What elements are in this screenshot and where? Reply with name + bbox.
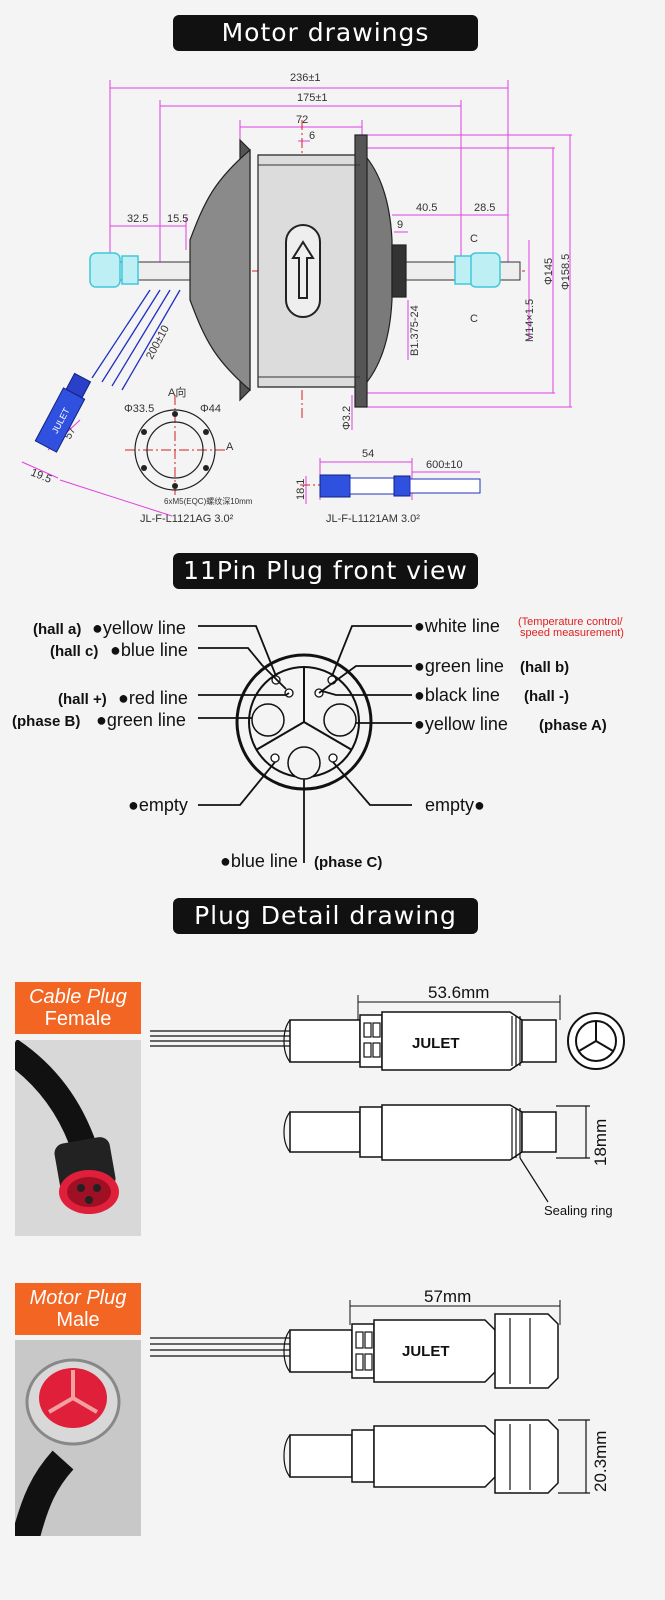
female-sealing-ring: Sealing ring xyxy=(544,1203,613,1218)
male-height: 20.3mm xyxy=(591,1431,610,1492)
pin-red-line: ●red line xyxy=(118,688,188,708)
pin-hall-c-tag: (hall c) xyxy=(50,643,98,660)
pin-temp-tag-2: speed measurement) xyxy=(520,627,624,639)
dim-600: 600±10 xyxy=(426,459,463,471)
pin-hall-b-tag: (hall b) xyxy=(520,659,569,676)
male-plug-photo xyxy=(15,1340,141,1536)
female-plug-tag: Cable Plug Female xyxy=(15,982,141,1034)
pin-temp-tag-1: (Temperature control/ xyxy=(518,616,623,628)
male-plug-title: Motor Plug xyxy=(29,1287,127,1309)
banner-motor-drawings: Motor drawings xyxy=(173,15,478,51)
pin-blue-line-bottom: ●blue line xyxy=(220,851,298,871)
male-length: 57mm xyxy=(424,1287,471,1306)
dim-c-bottom: C xyxy=(470,313,478,325)
dim-phi145: Φ145 xyxy=(543,258,555,285)
dim-18-1: 18.1 xyxy=(295,479,307,500)
female-length: 53.6mm xyxy=(428,983,489,1002)
part-right: JL-F-L1121AM 3.0² xyxy=(326,513,420,525)
male-plug-drawing: 57mm JULET 20.3mm xyxy=(150,1287,610,1494)
female-brand: JULET xyxy=(412,1035,460,1052)
female-plug-photo xyxy=(15,1040,141,1236)
dim-6: 6 xyxy=(309,130,315,142)
pin-front-view: (hall a) ●yellow line (hall c) ●blue lin… xyxy=(12,616,624,871)
female-plug-title: Cable Plug xyxy=(29,986,127,1008)
pin-blue-line-left: ●blue line xyxy=(110,640,188,660)
dim-phi33: Φ33.5 xyxy=(124,403,154,415)
pin-yellow-line-left: ●yellow line xyxy=(92,618,186,638)
pin-phase-b-tag: (phase B) xyxy=(12,713,80,730)
dim-9: 9 xyxy=(397,219,403,231)
dim-54: 54 xyxy=(362,448,374,460)
dim-40-5: 40.5 xyxy=(416,202,437,214)
female-plug-drawing: 53.6mm JULET 18mm Sealing ring xyxy=(150,983,625,1218)
dim-phi3-2: Φ3.2 xyxy=(341,406,353,430)
pin-hall-a-tag: (hall a) xyxy=(33,621,81,638)
dim-m14: M14×1.5 xyxy=(524,299,536,342)
pin-black-line: ●black line xyxy=(414,685,500,705)
dim-a: A xyxy=(226,441,234,453)
pin-hall-plus-tag: (hall +) xyxy=(58,691,107,708)
male-plug-tag: Motor Plug Male xyxy=(15,1283,141,1335)
male-plug-subtitle: Male xyxy=(56,1309,100,1331)
pin-phase-c-tag: (phase C) xyxy=(314,854,382,871)
male-brand: JULET xyxy=(402,1343,450,1360)
part-left: JL-F-L1121AG 3.0² xyxy=(140,513,234,525)
female-plug-subtitle: Female xyxy=(44,1008,112,1030)
pin-green-line-right: ●green line xyxy=(414,656,504,676)
dim-19-5: 19.5 xyxy=(29,467,53,486)
dim-thread: B1.375-24 xyxy=(409,305,421,356)
dim-bolt: 6xM5(EQC)螺纹深10mm xyxy=(164,496,253,506)
dim-32-5: 32.5 xyxy=(127,213,148,225)
pin-hall-minus-tag: (hall -) xyxy=(524,688,569,705)
banner-plug-detail: Plug Detail drawing xyxy=(173,898,478,934)
pin-yellow-line-right: ●yellow line xyxy=(414,714,508,734)
pin-green-line-left: ●green line xyxy=(96,710,186,730)
female-height: 18mm xyxy=(591,1119,610,1166)
pin-white-line: ●white line xyxy=(414,616,500,636)
dim-c-top: C xyxy=(470,233,478,245)
dim-a-view: A向 xyxy=(168,385,186,399)
pin-phase-a-tag: (phase A) xyxy=(539,717,607,734)
dim-28-5: 28.5 xyxy=(474,202,495,214)
banner-pin-front-view: 11Pin Plug front view xyxy=(173,553,478,589)
dim-phi158: Φ158.5 xyxy=(560,254,572,290)
pin-empty-right: empty● xyxy=(425,795,485,815)
pin-empty-left: ●empty xyxy=(128,795,188,815)
dim-15-5: 15.5 xyxy=(167,213,188,225)
dim-phi44: Φ44 xyxy=(200,403,221,415)
motor-drawing: 236±1 175±1 72 6 32.5 15.5 40.5 28.5 9 C… xyxy=(21,72,572,525)
dim-175: 175±1 xyxy=(297,92,328,104)
dim-236: 236±1 xyxy=(290,72,321,84)
